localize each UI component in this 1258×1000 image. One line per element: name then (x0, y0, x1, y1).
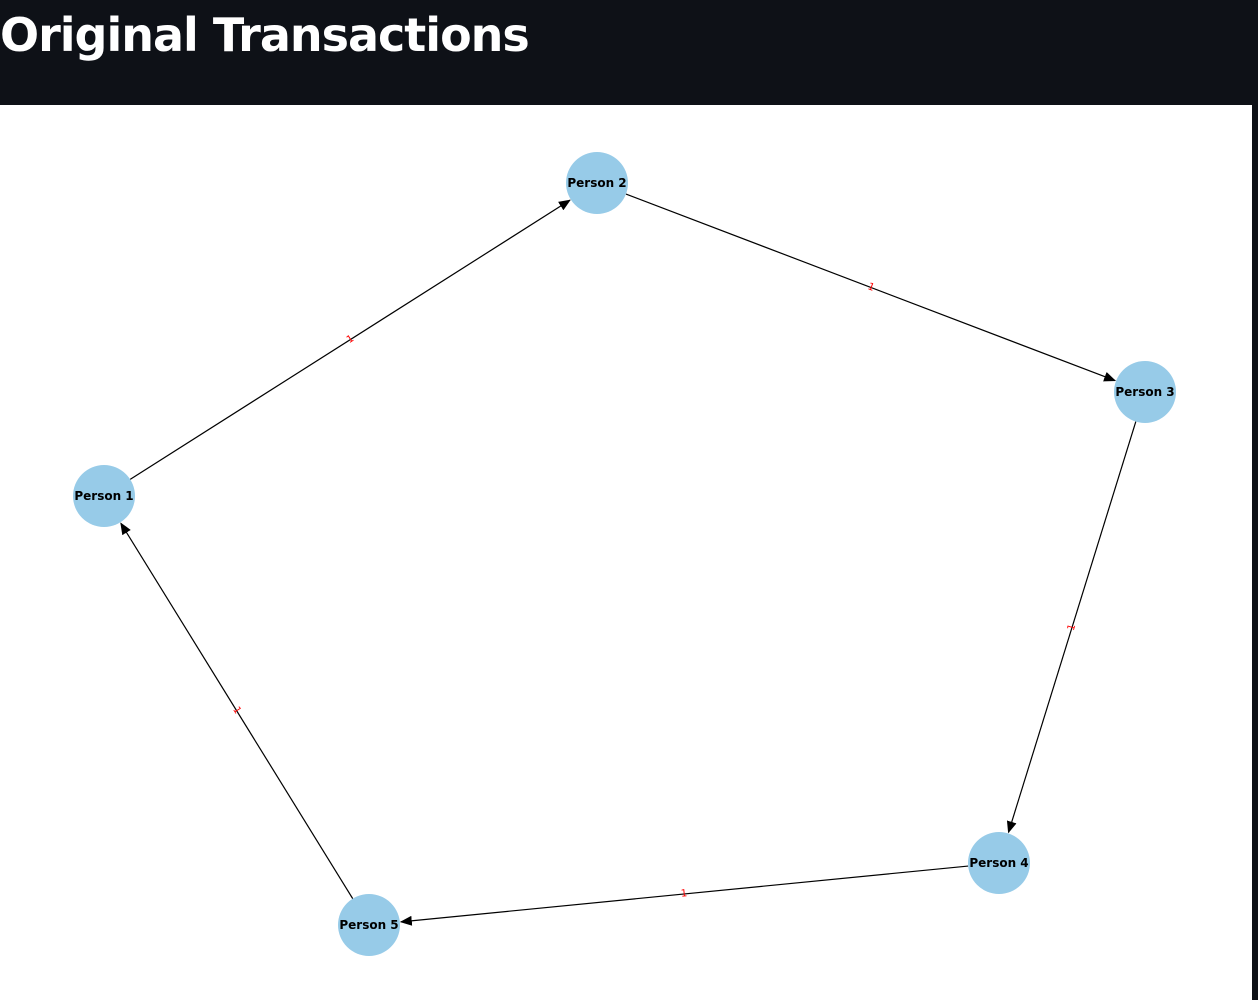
node-p3 (1114, 361, 1176, 423)
edge-labels-layer: 1 1 1 1 1 (230, 281, 1078, 900)
node-p5 (338, 894, 400, 956)
nodes-layer: Person 1 Person 2 Person 3 Person 4 Person 5 (73, 152, 1176, 956)
edge-p2-p3 (625, 193, 1117, 382)
edge-p4-p5 (399, 865, 969, 926)
node-p2 (566, 152, 628, 214)
node-label-p2: Person 2 (567, 176, 626, 190)
node-label-p5: Person 5 (339, 918, 398, 932)
edge-p3-p4 (1006, 421, 1137, 834)
scrollbar-track[interactable] (1252, 105, 1258, 1000)
edges-layer (120, 193, 1137, 926)
edge-label-p2-p3: 1 (866, 281, 876, 294)
edge-label-p5-p1: 1 (230, 705, 243, 716)
edge-p5-p1 (120, 522, 354, 899)
node-label-p1: Person 1 (74, 489, 133, 503)
node-p4 (968, 832, 1030, 894)
node-label-p3: Person 3 (1115, 385, 1174, 399)
edge-label-p3-p4: 1 (1066, 623, 1078, 632)
edge-label-p4-p5: 1 (680, 888, 687, 900)
node-label-p4: Person 4 (969, 856, 1028, 870)
node-p1 (73, 465, 135, 527)
edge-label-p1-p2: 1 (345, 333, 356, 346)
page-title: Original Transactions (0, 8, 530, 62)
edge-p1-p2 (129, 199, 571, 480)
